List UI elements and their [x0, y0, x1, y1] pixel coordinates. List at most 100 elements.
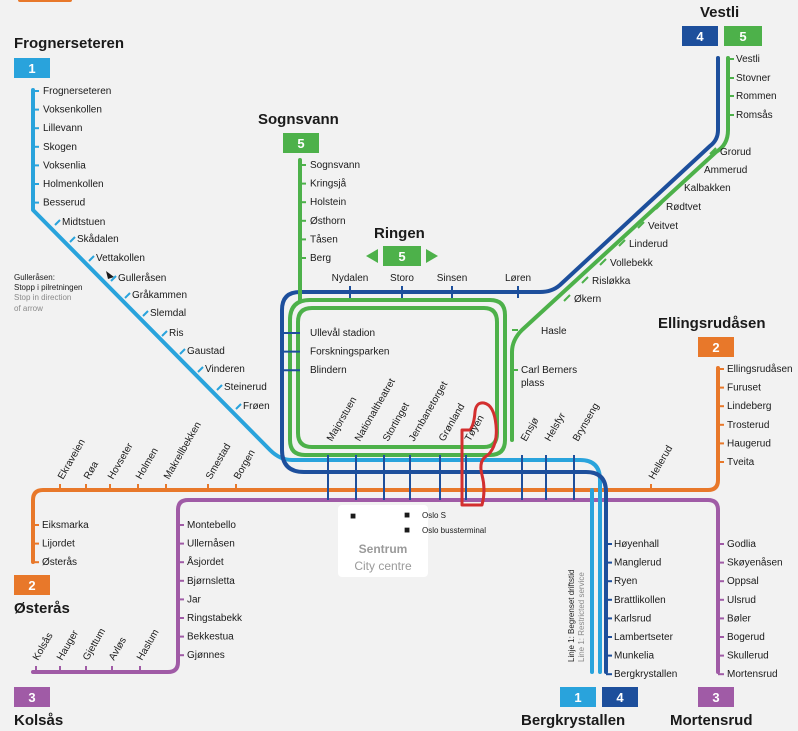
clipped-badge-fragment	[18, 0, 72, 2]
station-frognerseteren: Frognerseteren	[43, 86, 111, 97]
line-5-vestli-path	[510, 56, 730, 442]
station-jar: Jar	[187, 594, 202, 605]
line-4-path	[280, 56, 720, 674]
station-bjørnsletta: Bjørnsletta	[187, 576, 235, 587]
station-tick	[179, 348, 186, 355]
direction-arrow-icon	[106, 271, 114, 279]
restricted-service-note: Linje 1: Begrenset driftstid Line 1: Res…	[567, 570, 586, 663]
station-rødtvet: Rødtvet	[666, 202, 701, 213]
station-skullerud: Skullerud	[727, 651, 769, 662]
station-skøyenåsen: Skøyenåsen	[727, 557, 783, 569]
station-skogen: Skogen	[43, 142, 77, 153]
svg-text:Sentrum: Sentrum	[359, 542, 408, 556]
terminal-vestli: Vestli	[700, 4, 739, 21]
station-blindern: Blindern	[310, 365, 347, 376]
station-tveita: Tveita	[727, 457, 755, 468]
svg-text:Stopp i pilretningen: Stopp i pilretningen	[14, 283, 83, 292]
station-frøen: Frøen	[243, 401, 270, 412]
badge-line-2-ellingsrudasen: 2	[698, 337, 734, 357]
station-tick	[581, 276, 589, 284]
badge-line-5-sognsvann: 5	[283, 133, 319, 153]
station-løren: Løren	[505, 273, 531, 284]
badge-line-2-osteras: 2	[14, 575, 50, 595]
badge-line-4-vestli: 4	[682, 26, 718, 46]
station-carl-berners-plass: Carl Berners	[521, 365, 577, 376]
station-furuset: Furuset	[727, 383, 761, 394]
station-storo: Storo	[390, 273, 414, 284]
station-voksenkollen: Voksenkollen	[43, 105, 102, 116]
gullerasen-note: Gulleråsen: Stopp i pilretningen Stop in…	[14, 273, 83, 313]
station-munkelia: Munkelia	[614, 651, 654, 662]
station-bøler: Bøler	[727, 613, 752, 624]
station-bergkrystallen: Bergkrystallen	[614, 669, 677, 680]
station-kalbakken: Kalbakken	[684, 183, 731, 194]
oslo-s-label: Oslo S	[422, 511, 446, 520]
badge-line-4-bergkrystallen: 4	[602, 687, 638, 707]
station-smestad: Smestad	[204, 442, 233, 482]
station-gjønnes: Gjønnes	[187, 650, 225, 661]
station-åsjordet: Åsjordet	[187, 555, 224, 568]
station-ensjø: Ensjø	[519, 416, 541, 444]
line-2-path	[31, 366, 720, 564]
station-tick	[88, 255, 95, 262]
badge-line-3-kolsas: 3	[14, 687, 50, 707]
station-lillevann: Lillevann	[43, 123, 82, 134]
station-tick	[235, 403, 242, 410]
svg-text:2: 2	[28, 578, 35, 593]
station-gaustad: Gaustad	[187, 346, 225, 357]
station-tøyen: Tøyen	[463, 413, 487, 443]
station-tick	[110, 275, 117, 282]
station-røa: Røa	[82, 459, 101, 481]
terminal-ellingsrudasen: Ellingsrudåsen	[658, 315, 766, 332]
station-slemdal: Slemdal	[150, 308, 186, 319]
station-kringsjå: Kringsjå	[310, 178, 347, 190]
station-berg: Berg	[310, 253, 331, 264]
station-holstein: Holstein	[310, 197, 346, 208]
svg-text:5: 5	[297, 136, 304, 151]
station-lambertseter: Lambertseter	[614, 632, 674, 643]
station-hovseter: Hovseter	[106, 441, 136, 482]
station-tick	[655, 202, 663, 210]
station-sinsen: Sinsen	[437, 273, 468, 284]
station-voksenlia: Voksenlia	[43, 160, 86, 171]
svg-text:2: 2	[712, 340, 719, 355]
hand-drawn-annotation	[460, 401, 498, 507]
svg-text:1: 1	[574, 690, 581, 705]
terminal-sognsvann: Sognsvann	[258, 111, 339, 128]
station-besserud: Besserud	[43, 198, 85, 209]
station-bogerud: Bogerud	[727, 632, 765, 643]
station-vinderen: Vinderen	[205, 364, 245, 375]
station-holmen: Holmen	[134, 446, 161, 481]
terminal-ringen: Ringen	[374, 225, 425, 242]
station-linderud: Linderud	[629, 239, 668, 250]
station-vollebekk: Vollebekk	[610, 258, 654, 269]
svg-text:1: 1	[28, 61, 35, 76]
station-tick	[693, 165, 701, 173]
train-icon: ■	[404, 510, 410, 521]
svg-text:Line 1: Restricted service: Line 1: Restricted service	[577, 572, 586, 662]
station-nydalen: Nydalen	[332, 273, 369, 284]
bus-icon: ■	[404, 525, 410, 536]
station-steinerud: Steinerud	[224, 382, 267, 393]
station-ammerud: Ammerud	[704, 165, 747, 176]
station-forskningsparken: Forskningsparken	[310, 347, 389, 358]
station-oppsal: Oppsal	[727, 576, 759, 587]
station-grorud: Grorud	[720, 147, 751, 158]
station-makrellbekken: Makrellbekken	[162, 420, 204, 481]
line-5-ring-inner	[296, 306, 499, 449]
terminal-mortensrud: Mortensrud	[670, 712, 753, 729]
svg-text:3: 3	[712, 690, 719, 705]
station-vestli: Vestli	[736, 54, 760, 65]
station-tick	[161, 330, 168, 337]
station-gjettum: Gjettum	[81, 627, 108, 663]
svg-text:5: 5	[398, 249, 405, 264]
station-plass: plass	[521, 378, 544, 389]
station-tick	[142, 310, 149, 317]
terminal-frognerseteren: Frognerseteren	[14, 35, 124, 52]
station-helsfyr: Helsfyr	[543, 410, 568, 443]
svg-text:City centre: City centre	[354, 559, 412, 573]
station-lijordet: Lijordet	[42, 539, 75, 550]
svg-text:4: 4	[696, 29, 704, 44]
station-vettakollen: Vettakollen	[96, 253, 145, 264]
line-3-path	[31, 498, 720, 674]
